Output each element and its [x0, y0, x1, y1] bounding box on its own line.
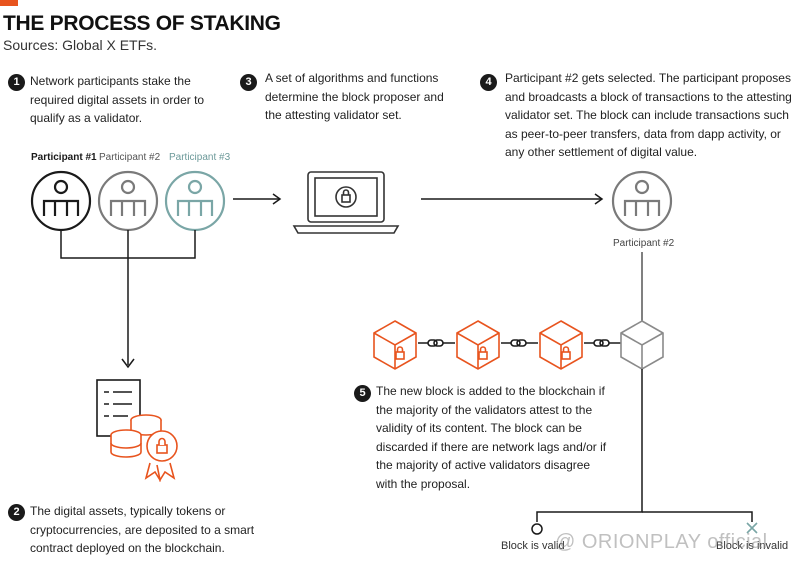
page-title: THE PROCESS OF STAKING — [3, 12, 281, 35]
participant-1-label: Participant #1 — [31, 152, 97, 163]
chain-link-icon-2 — [501, 339, 538, 347]
chain-link-icon-1 — [418, 339, 455, 347]
participant-2-label: Participant #2 — [99, 152, 161, 163]
watermark: @ ORIONPLAY official — [555, 531, 768, 553]
step-4-text: Participant #2 gets selected. The partic… — [505, 71, 792, 159]
arrow-to-selected — [421, 193, 604, 205]
step-5-text: The new block is added to the blockchain… — [376, 384, 607, 491]
new-block-cube-icon — [620, 320, 664, 370]
block-cube-icon-2 — [456, 320, 500, 370]
step-1-number: 1 — [8, 74, 25, 91]
arrow-to-computer — [233, 193, 282, 205]
page-subtitle: Sources: Global X ETFs. — [3, 37, 158, 53]
participants-connector — [60, 230, 196, 369]
laptop-lock-icon — [292, 171, 400, 234]
step-3-number: 3 — [240, 74, 257, 91]
selected-participant-icon — [611, 170, 673, 232]
selected-participant-label: Participant #2 — [613, 238, 675, 249]
document-coins-seal-icon — [96, 379, 178, 483]
invalid-x-icon — [746, 522, 758, 534]
chain-link-icon-3 — [584, 339, 621, 347]
step-4-number: 4 — [480, 74, 497, 91]
accent-bar — [0, 0, 18, 6]
participant-3-icon — [164, 170, 226, 232]
outcome-branch — [531, 369, 753, 535]
step-2-text: The digital assets, typically tokens or … — [30, 504, 255, 555]
step-1-text: Network participants stake the required … — [30, 74, 205, 125]
step-3-text: A set of algorithms and functions determ… — [265, 71, 444, 122]
block-cube-icon-1 — [373, 320, 417, 370]
block-valid-label: Block is valid — [501, 540, 565, 552]
block-invalid-label: Block is invalid — [716, 540, 789, 552]
step-2-number: 2 — [8, 504, 25, 521]
participant-3-label: Participant #3 — [169, 152, 231, 163]
block-cube-icon-3 — [539, 320, 583, 370]
step-5-number: 5 — [354, 385, 371, 402]
participant-2-icon — [97, 170, 159, 232]
participant-1-icon — [30, 170, 92, 232]
